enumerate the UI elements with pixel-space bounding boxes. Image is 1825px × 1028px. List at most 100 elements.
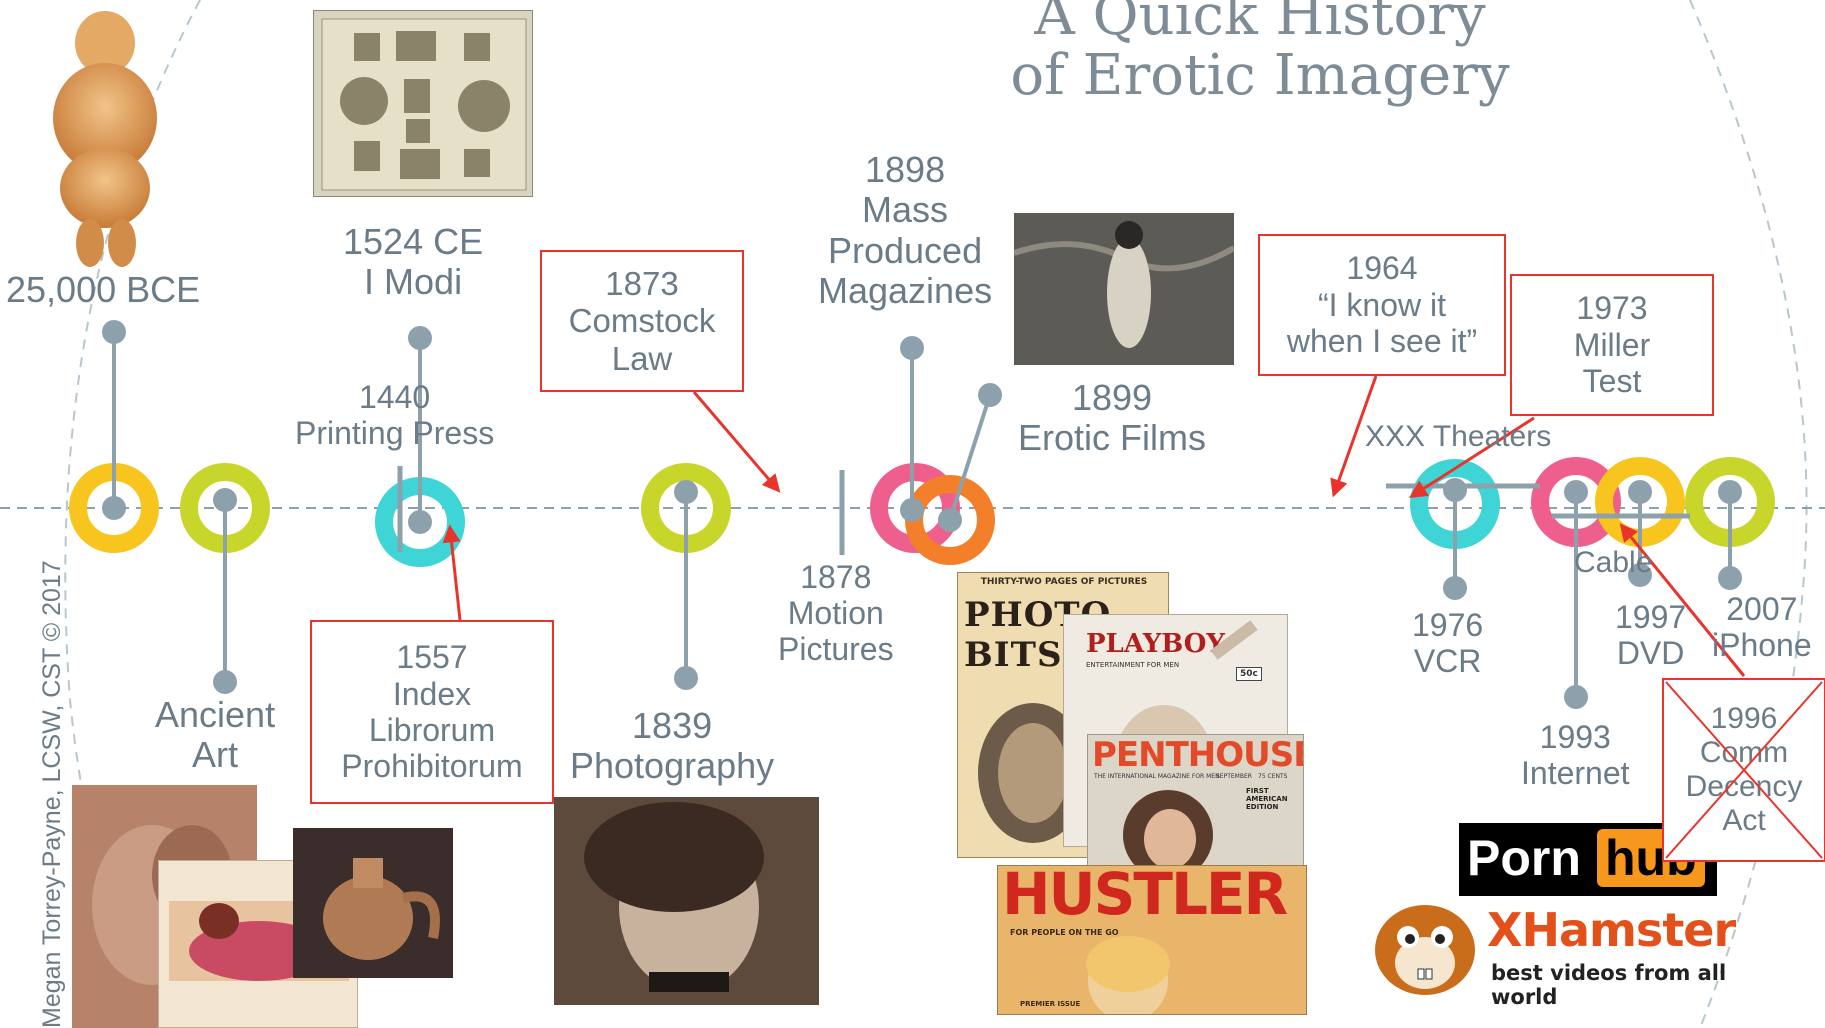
author-credit: Megan Torrey-Payne, LCSW, CST © 2017: [38, 560, 66, 1028]
ancient-art-pottery-image: [293, 828, 453, 978]
label-line: iPhone: [1712, 626, 1812, 663]
playboy-masthead: PLAYBOY: [1086, 629, 1225, 659]
label-line: Produced: [827, 229, 983, 271]
label-line: I Modi: [364, 261, 463, 303]
arrow-cda: [1619, 523, 1746, 677]
hustler-tagline: FOR PEOPLE ON THE GO: [1010, 928, 1119, 937]
label-line: Cable: [1574, 546, 1653, 579]
stem-ancient-art-dot-a: [213, 488, 237, 512]
pornhub-logo-part1: Porn: [1467, 830, 1581, 886]
label-line: 1996: [1710, 701, 1778, 735]
i-modi-engraving-image: [313, 10, 533, 197]
label-line: 1997: [1615, 599, 1687, 635]
label-line: Ancient: [155, 694, 276, 735]
label-line: “I know it: [1317, 286, 1447, 323]
stem-internet-dot-a: [1564, 480, 1588, 504]
arrow-comstock: [692, 391, 781, 493]
label-line: 1440: [359, 379, 431, 415]
label-line: 1899: [1071, 377, 1153, 418]
label-line: Decency: [1685, 770, 1803, 803]
label-line: Erotic Films: [1018, 417, 1206, 459]
hamster-mascot-icon: [1375, 905, 1475, 995]
event-label-venus: 25,000 BCE: [6, 269, 201, 310]
label-line: Miller: [1573, 326, 1651, 363]
photo-bits-topline: THIRTY-TWO PAGES OF PICTURES: [980, 577, 1148, 587]
stem-i-modi-dot-b: [408, 326, 432, 350]
hustler-masthead: HUSTLER: [1002, 865, 1288, 928]
playboy-price: 50c: [1236, 667, 1262, 681]
penthouse-edition: FIRST AMERICAN EDITION: [1246, 787, 1288, 811]
penthouse-tagline: THE INTERNATIONAL MAGAZINE FOR MEN: [1094, 773, 1220, 780]
label-line: 1898: [865, 149, 946, 190]
page-title: A Quick History of Erotic Imagery: [960, 0, 1560, 107]
label-line: Comstock: [568, 302, 716, 340]
label-line: Mass: [862, 189, 949, 231]
background-arc-right: [1689, 0, 1808, 1028]
stem-vcr-dot-b: [1443, 576, 1467, 600]
cda-crossed-out-mark: [1665, 681, 1823, 859]
stem-ancient-art-dot-b: [213, 670, 237, 694]
erotic-films-still-image: [1014, 213, 1234, 365]
event-label-cable: Cable: [1574, 546, 1652, 580]
stem-photography-dot-b: [674, 666, 698, 690]
stem-venus-dot-a: [102, 496, 126, 520]
stem-erotic-films: [948, 394, 992, 521]
label-line: XXX Theaters: [1365, 420, 1552, 453]
label-line: Motion: [787, 594, 884, 631]
stem-erotic-films-dot-b: [978, 383, 1002, 407]
penthouse-issue: SEPTEMBER: [1216, 773, 1252, 780]
label-line: Photography: [570, 745, 775, 787]
label-line: 2007: [1726, 591, 1798, 627]
label-line: VCR: [1413, 642, 1482, 679]
event-label-xxx-theaters: XXX Theaters: [1365, 420, 1551, 454]
label-line: 1557: [396, 639, 468, 676]
label-line: Comm: [1699, 735, 1789, 769]
arrow-know-it: [1330, 375, 1378, 498]
penthouse-cover-image: PENTHOUSE THE INTERNATIONAL MAGAZINE FOR…: [1087, 734, 1304, 876]
arrow-index: [442, 524, 462, 621]
penthouse-price: 75 CENTS: [1258, 773, 1288, 780]
title-line-1: A Quick History: [1034, 0, 1486, 48]
label-line: Test: [1582, 363, 1642, 400]
label-line: Magazines: [818, 269, 993, 311]
label-line: 1839: [632, 705, 713, 746]
title-line-2: of Erotic Imagery: [1010, 43, 1510, 109]
photography-portrait-image: [554, 797, 819, 1005]
label-line: 1524 CE: [343, 221, 484, 262]
stem-venus-dot-b: [102, 320, 126, 344]
label-line: 25,000 BCE: [6, 269, 201, 310]
xhamster-logo: XHamster best videos from all world: [1370, 895, 1770, 1005]
stem-iphone-dot-b: [1718, 566, 1742, 590]
stem-iphone-dot-a: [1718, 480, 1742, 504]
label-line: Librorum: [368, 712, 496, 748]
label-line: Internet: [1521, 754, 1630, 791]
label-line: Pictures: [778, 630, 894, 667]
label-line: Art: [192, 734, 239, 776]
venus-figurine-image: [45, 8, 165, 270]
stem-magazines-dot-b: [900, 336, 924, 360]
label-line: 1964: [1346, 250, 1418, 287]
xhamster-wordmark: XHamster: [1487, 903, 1736, 957]
stem-internet-dot-b: [1564, 685, 1588, 709]
label-line: Act: [1722, 804, 1766, 838]
penthouse-masthead: PENTHOUSE: [1092, 735, 1304, 775]
xhamster-tagline: best videos from all world: [1491, 961, 1727, 1005]
label-line: when I see it”: [1286, 323, 1478, 360]
stem-i-modi-dot-a: [408, 510, 432, 534]
label-line: 1878: [800, 559, 872, 595]
arrow-miller: [1408, 416, 1535, 498]
label-line: Law: [611, 339, 673, 377]
label-line: DVD: [1616, 634, 1685, 671]
stem-dvd-dot-b: [1628, 563, 1652, 587]
